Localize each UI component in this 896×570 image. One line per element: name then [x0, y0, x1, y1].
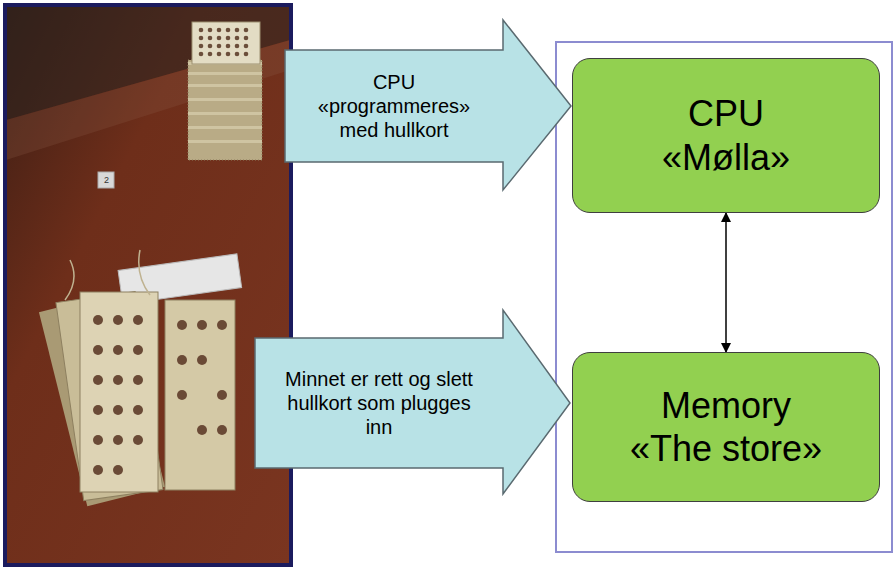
- arrow-label: Minnet er rett og slett hullkort som plu…: [279, 367, 479, 439]
- cube-number: 2: [102, 175, 111, 185]
- box-title: CPU: [688, 92, 764, 135]
- block-arrow: Minnet er rett og slett hullkort som plu…: [255, 310, 572, 496]
- arrow-label: CPU «programmeres» med hullkort: [308, 70, 480, 142]
- block-arrow: CPU «programmeres» med hullkort: [285, 20, 573, 192]
- process-box: Memory«The store»: [572, 352, 880, 502]
- box-subtitle: «Mølla»: [662, 136, 790, 179]
- box-subtitle: «The store»: [630, 427, 822, 470]
- process-box: CPU«Mølla»: [572, 58, 880, 213]
- box-title: Memory: [661, 384, 791, 427]
- connector-arrow: [725, 213, 727, 352]
